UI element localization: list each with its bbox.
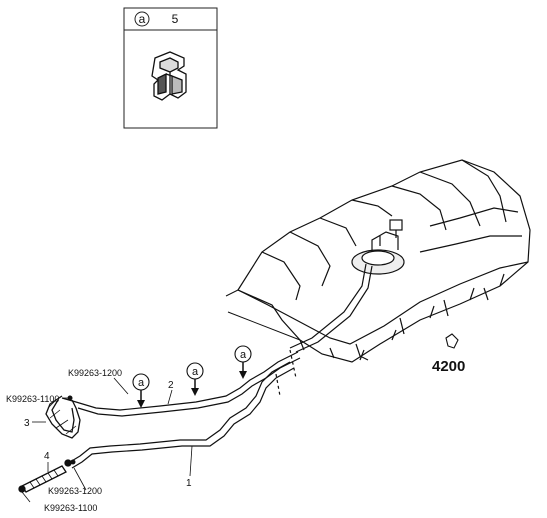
fuel-lines: [61, 349, 301, 469]
legend-part-number: 5: [172, 12, 179, 26]
part-code-clamp-lower: K99263-1200: [48, 486, 102, 496]
part-number-4: 4: [44, 451, 50, 462]
callout-a-1-letter: a: [138, 377, 145, 389]
assembly-marker: 4200: [432, 333, 465, 375]
part-number-1: 1: [186, 478, 192, 489]
assembly-number: 4200: [432, 358, 465, 375]
callout-a-3: a: [234, 345, 252, 379]
callout-a-1: a: [132, 373, 150, 408]
part-code-clamp-upper: K99263-1200: [68, 368, 122, 378]
fuel-tank: [237, 159, 531, 363]
callout-a-3-letter: a: [240, 349, 247, 361]
leader-lines: [21, 377, 193, 503]
callout-a-2: a: [186, 362, 204, 396]
clip-icon: [151, 51, 187, 101]
part-code-clip-left: K99263-1100: [6, 394, 59, 404]
legend-box: a 5: [123, 7, 218, 129]
part-code-clip-bottom: K99263-1100: [44, 503, 97, 513]
part-number-3: 3: [24, 418, 30, 429]
callout-a-2-letter: a: [192, 366, 199, 378]
tank-strap-lines: [225, 289, 301, 341]
part-number-2: 2: [168, 380, 174, 391]
legend-callout-letter: a: [139, 12, 146, 26]
hose-loop: [45, 395, 81, 439]
